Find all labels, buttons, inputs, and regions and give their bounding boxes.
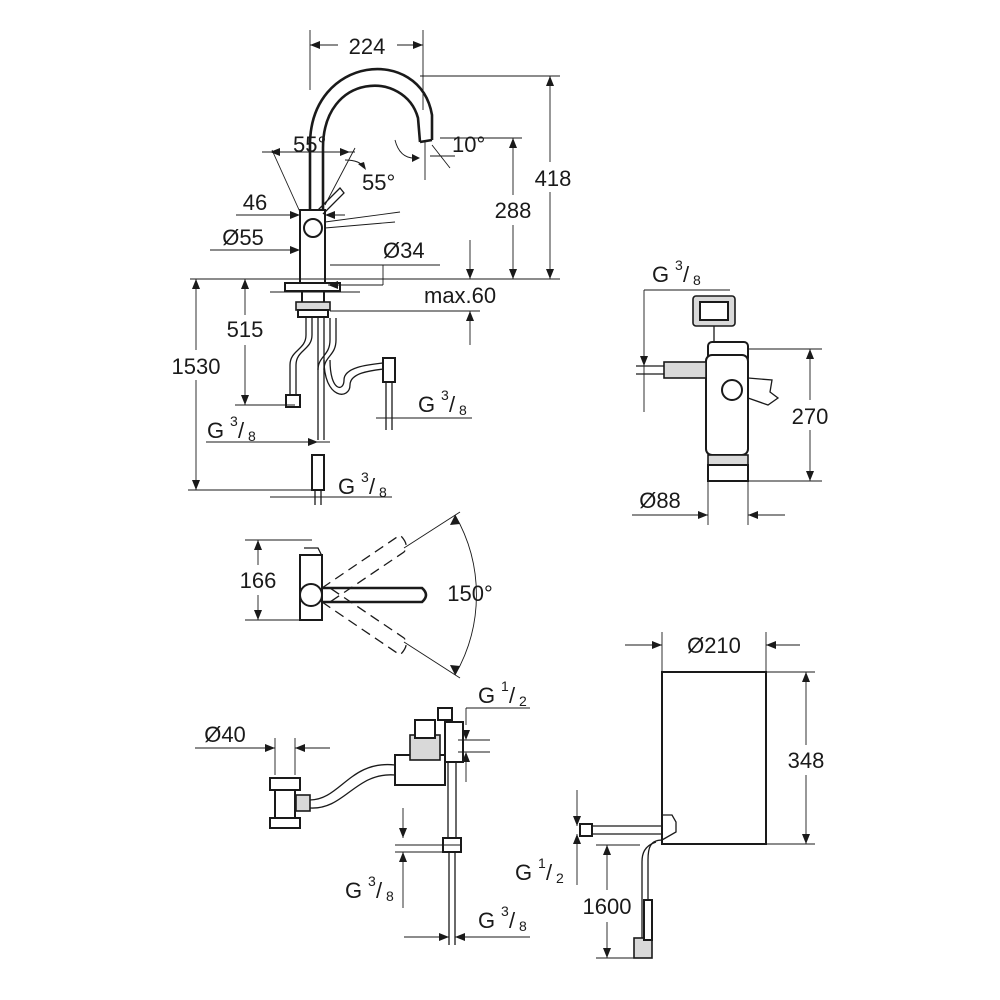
conn-left-label: G 3 / 8 — [207, 413, 256, 444]
spout-height-label: 288 — [495, 198, 532, 223]
reach-label: 224 — [349, 34, 386, 59]
svg-text:G: G — [652, 262, 669, 287]
svg-text:8: 8 — [693, 272, 701, 288]
svg-text:G: G — [338, 474, 355, 499]
svg-text:G: G — [207, 418, 224, 443]
hose-short-label: 515 — [227, 317, 264, 342]
valve-conn-top-label: G 1 / 2 — [478, 678, 527, 709]
spout-angle-label: 10° — [452, 132, 485, 157]
cable-length-label: 1600 — [583, 894, 632, 919]
svg-text:8: 8 — [379, 484, 387, 500]
svg-text:3: 3 — [230, 413, 238, 429]
conn-right-label: G 3 / 8 — [418, 387, 467, 418]
svg-text:G: G — [345, 878, 362, 903]
valve-conn-left-label: G 3 / 8 — [345, 873, 394, 904]
swivel-angle-label: 150° — [447, 581, 493, 606]
svg-text:8: 8 — [459, 402, 467, 418]
hole-diameter-label: Ø34 — [383, 238, 425, 263]
svg-text:/: / — [546, 860, 553, 885]
svg-text:1: 1 — [538, 855, 546, 871]
boiler-connection-label: G 1 / 2 — [515, 855, 564, 886]
svg-text:/: / — [238, 418, 245, 443]
svg-text:8: 8 — [519, 918, 527, 934]
svg-text:/: / — [509, 683, 516, 708]
svg-text:G: G — [515, 860, 532, 885]
boiler-view: Ø210 348 G 1 / 2 1600 — [515, 632, 825, 959]
svg-text:8: 8 — [386, 888, 394, 904]
depth-label: 166 — [240, 568, 277, 593]
top-view: 150° 166 — [240, 511, 493, 679]
filter-diameter-label: Ø88 — [639, 488, 681, 513]
tilt-right-label: 55° — [362, 170, 395, 195]
max-thickness-label: max.60 — [424, 283, 496, 308]
svg-text:/: / — [369, 474, 376, 499]
svg-text:2: 2 — [519, 693, 527, 709]
filter-view: G 3 / 8 270 Ø88 — [632, 257, 828, 525]
svg-text:/: / — [683, 262, 690, 287]
svg-text:8: 8 — [248, 428, 256, 444]
boiler-height-label: 348 — [788, 748, 825, 773]
svg-text:G: G — [478, 908, 495, 933]
filter-height-label: 270 — [792, 404, 829, 429]
svg-text:2: 2 — [556, 870, 564, 886]
svg-text:G: G — [478, 683, 495, 708]
valve-view: Ø40 G 1 / 2 G 3 / 8 — [195, 678, 530, 945]
svg-text:G: G — [418, 392, 435, 417]
conn-bottom-label: G 3 / 8 — [338, 469, 387, 500]
svg-text:/: / — [376, 878, 383, 903]
svg-text:1: 1 — [501, 678, 509, 694]
svg-text:3: 3 — [675, 257, 683, 273]
base-diameter-label: Ø55 — [222, 225, 264, 250]
faucet-side-view: 224 55° 55° 10° 418 288 46 — [172, 30, 572, 505]
valve-conn-bottom-label: G 3 / 8 — [478, 903, 527, 934]
svg-text:3: 3 — [501, 903, 509, 919]
svg-text:3: 3 — [361, 469, 369, 485]
svg-text:3: 3 — [368, 873, 376, 889]
pipe-diameter-label: Ø40 — [204, 722, 246, 747]
svg-text:3: 3 — [441, 387, 449, 403]
tilt-left-label: 55° — [293, 132, 326, 157]
hose-long-label: 1530 — [172, 354, 221, 379]
total-height-label: 418 — [535, 166, 572, 191]
svg-text:/: / — [449, 392, 456, 417]
filter-connection-label: G 3 / 8 — [652, 257, 701, 288]
handle-offset-label: 46 — [243, 190, 267, 215]
svg-text:/: / — [509, 908, 516, 933]
boiler-diameter-label: Ø210 — [687, 633, 741, 658]
